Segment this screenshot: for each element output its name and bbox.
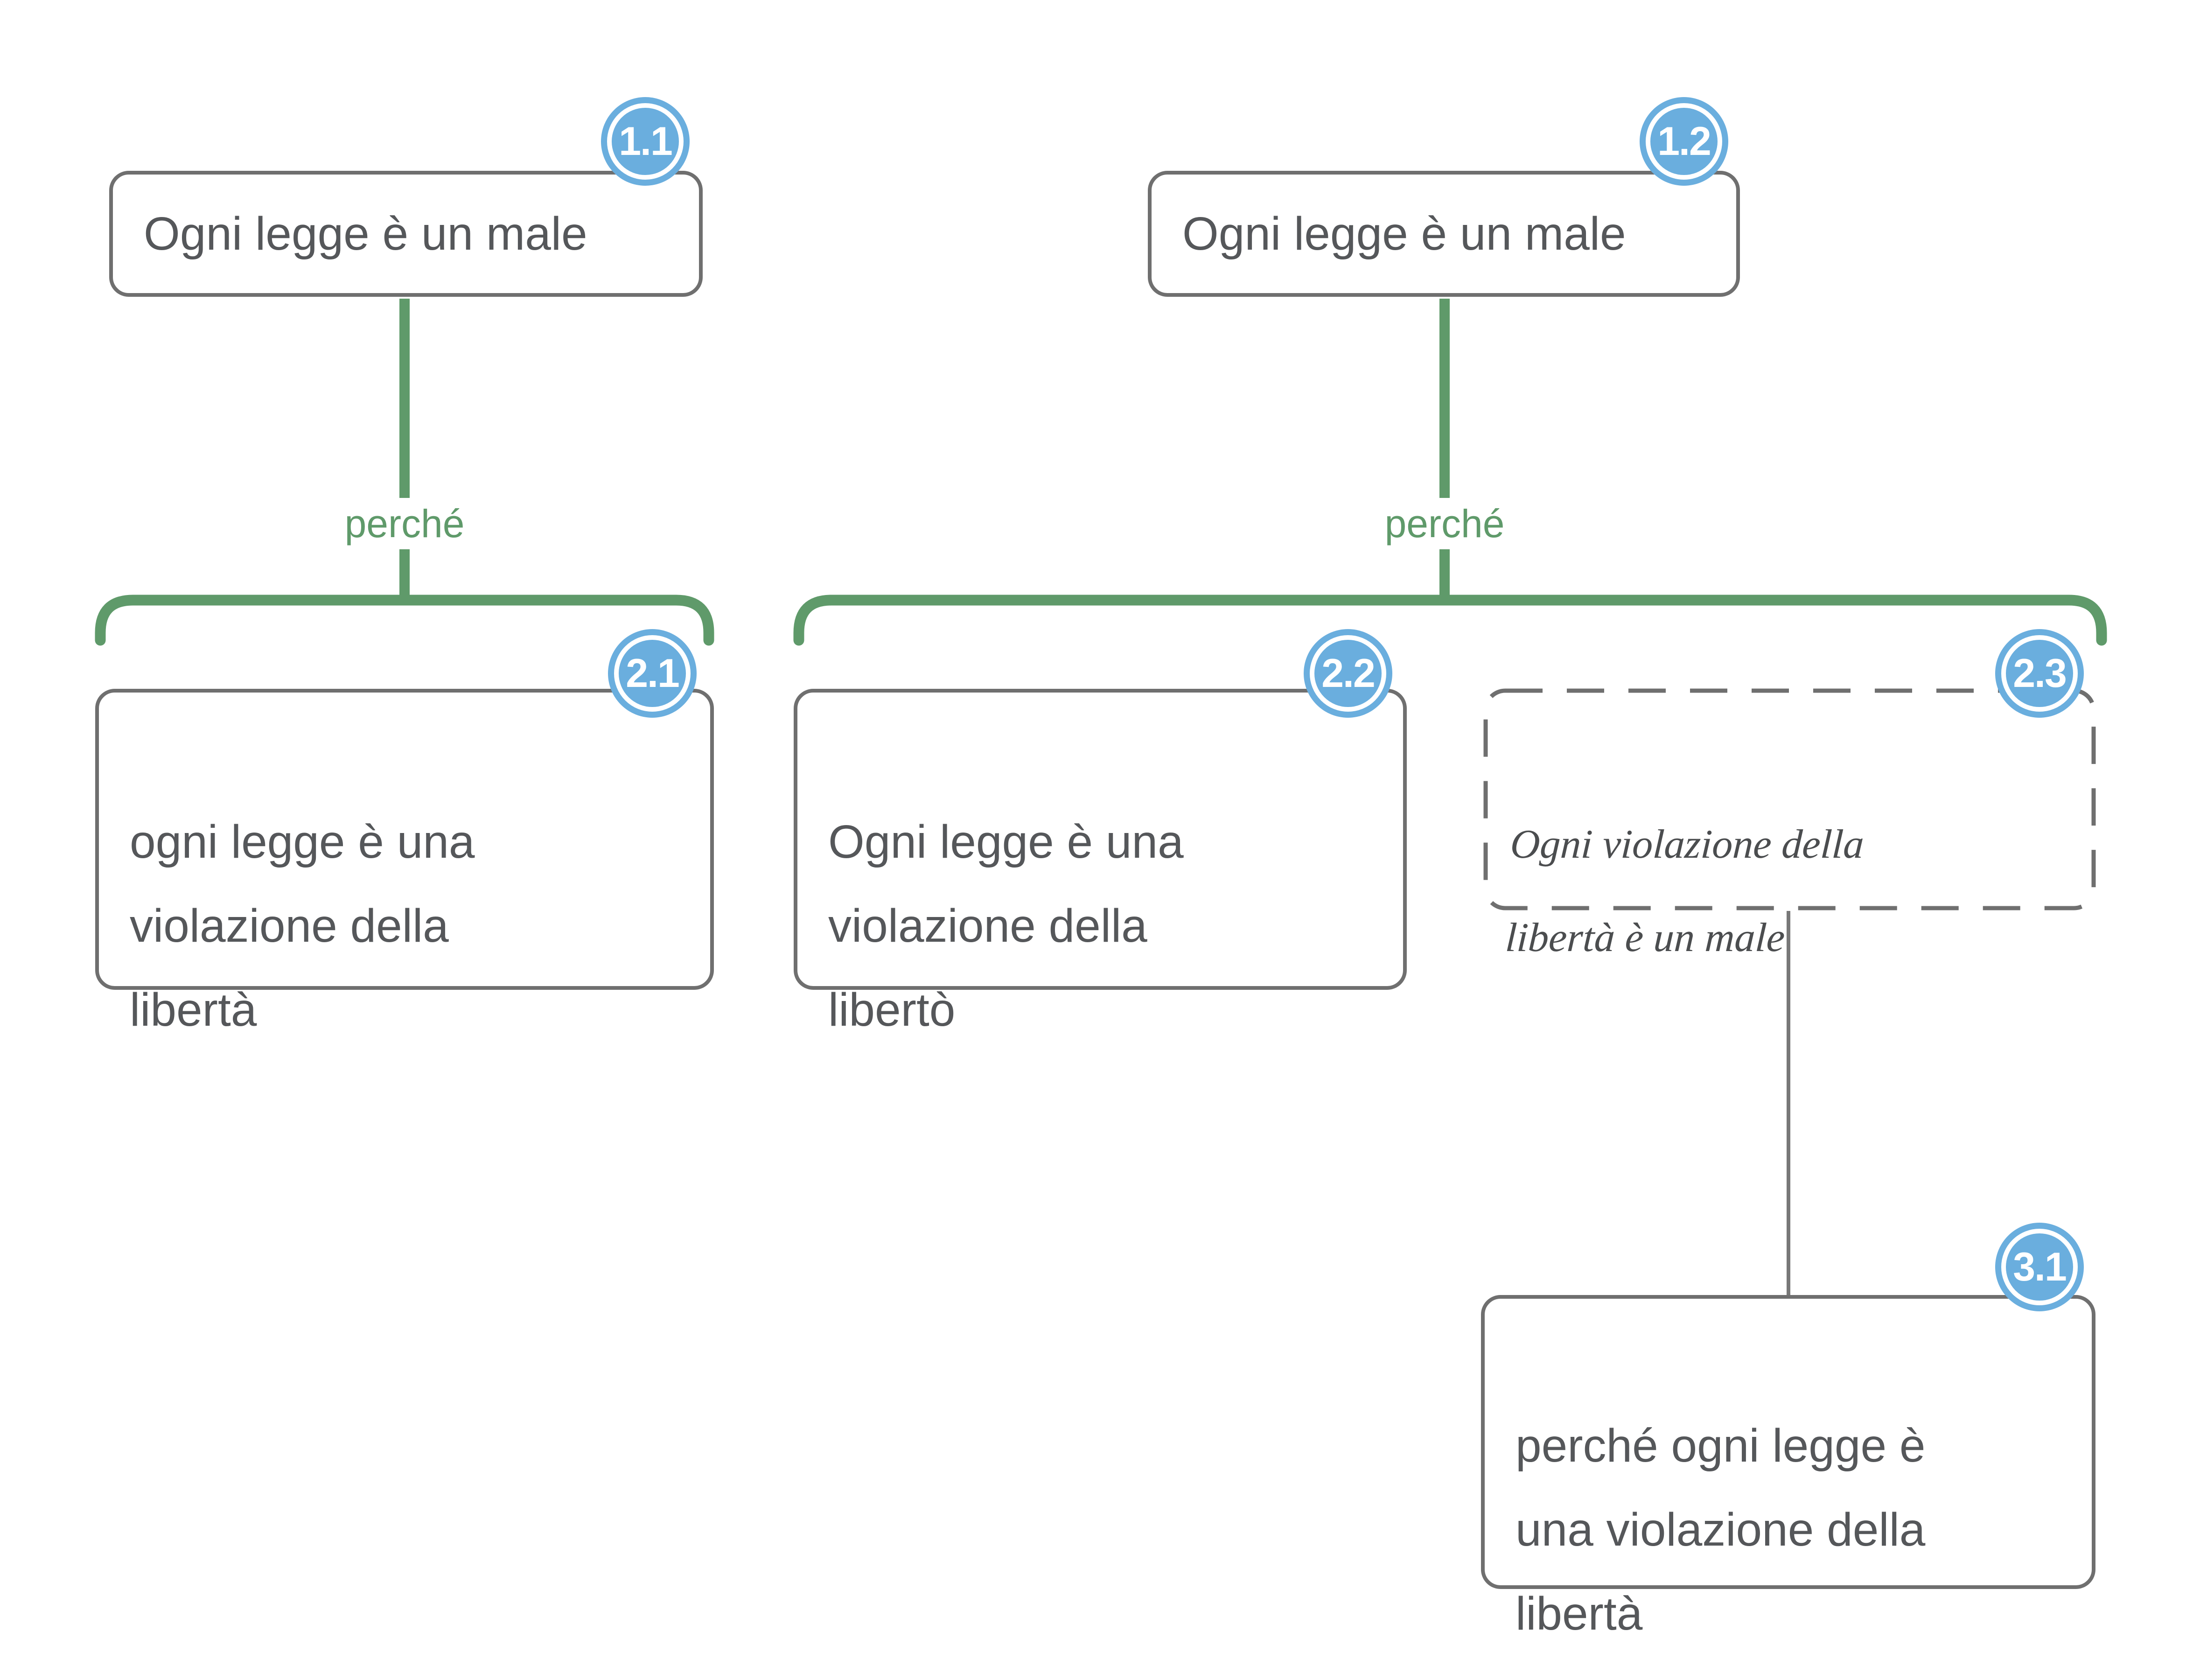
- edge-label-perche-left: perché: [332, 498, 477, 549]
- badge-number: 2.3: [2013, 651, 2067, 696]
- bracket-right: [793, 595, 2107, 646]
- bracket-left: [95, 595, 714, 646]
- badge-number: 2.2: [1321, 651, 1376, 696]
- claim-text-2-1: ogni legge è una violazione della libert…: [130, 816, 475, 1036]
- badge-number: 1.2: [1657, 119, 1711, 164]
- badge-number: 1.1: [619, 119, 673, 164]
- badge-3-1[interactable]: 3.1: [1995, 1223, 2084, 1311]
- badge-2-3[interactable]: 2.3: [1995, 629, 2084, 718]
- dashed-node-border: [1483, 688, 2096, 910]
- badge-number: 2.1: [626, 651, 680, 696]
- claim-text-1-2: Ogni legge è un male: [1182, 208, 1626, 260]
- claim-box-3-1[interactable]: perché ogni legge è una violazione della…: [1481, 1295, 2095, 1640]
- badge-1-2[interactable]: 1.2: [1640, 97, 1728, 186]
- claim-box-2-2[interactable]: Ogni legge è una violazione della libert…: [794, 689, 1407, 1036]
- claim-box-1-1[interactable]: Ogni legge è un male: [109, 171, 703, 297]
- badge-number: 3.1: [2013, 1244, 2067, 1289]
- badge-2-2[interactable]: 2.2: [1304, 629, 1392, 718]
- badge-1-1[interactable]: 1.1: [601, 97, 690, 186]
- claim-text-2-2: Ogni legge è una violazione della libert…: [828, 816, 1184, 1036]
- badge-2-1[interactable]: 2.1: [608, 629, 697, 718]
- claim-box-1-2[interactable]: Ogni legge è un male: [1148, 171, 1740, 297]
- claim-text-1-1: Ogni legge è un male: [144, 208, 587, 260]
- claim-box-2-3-handwritten[interactable]: Ogni violazione della libertà è un male: [1478, 689, 2102, 960]
- claim-text-3-1: perché ogni legge è una violazione della…: [1516, 1420, 1926, 1640]
- claim-box-2-1[interactable]: ogni legge è una violazione della libert…: [95, 689, 714, 1036]
- edge-label-perche-right: perché: [1372, 498, 1517, 549]
